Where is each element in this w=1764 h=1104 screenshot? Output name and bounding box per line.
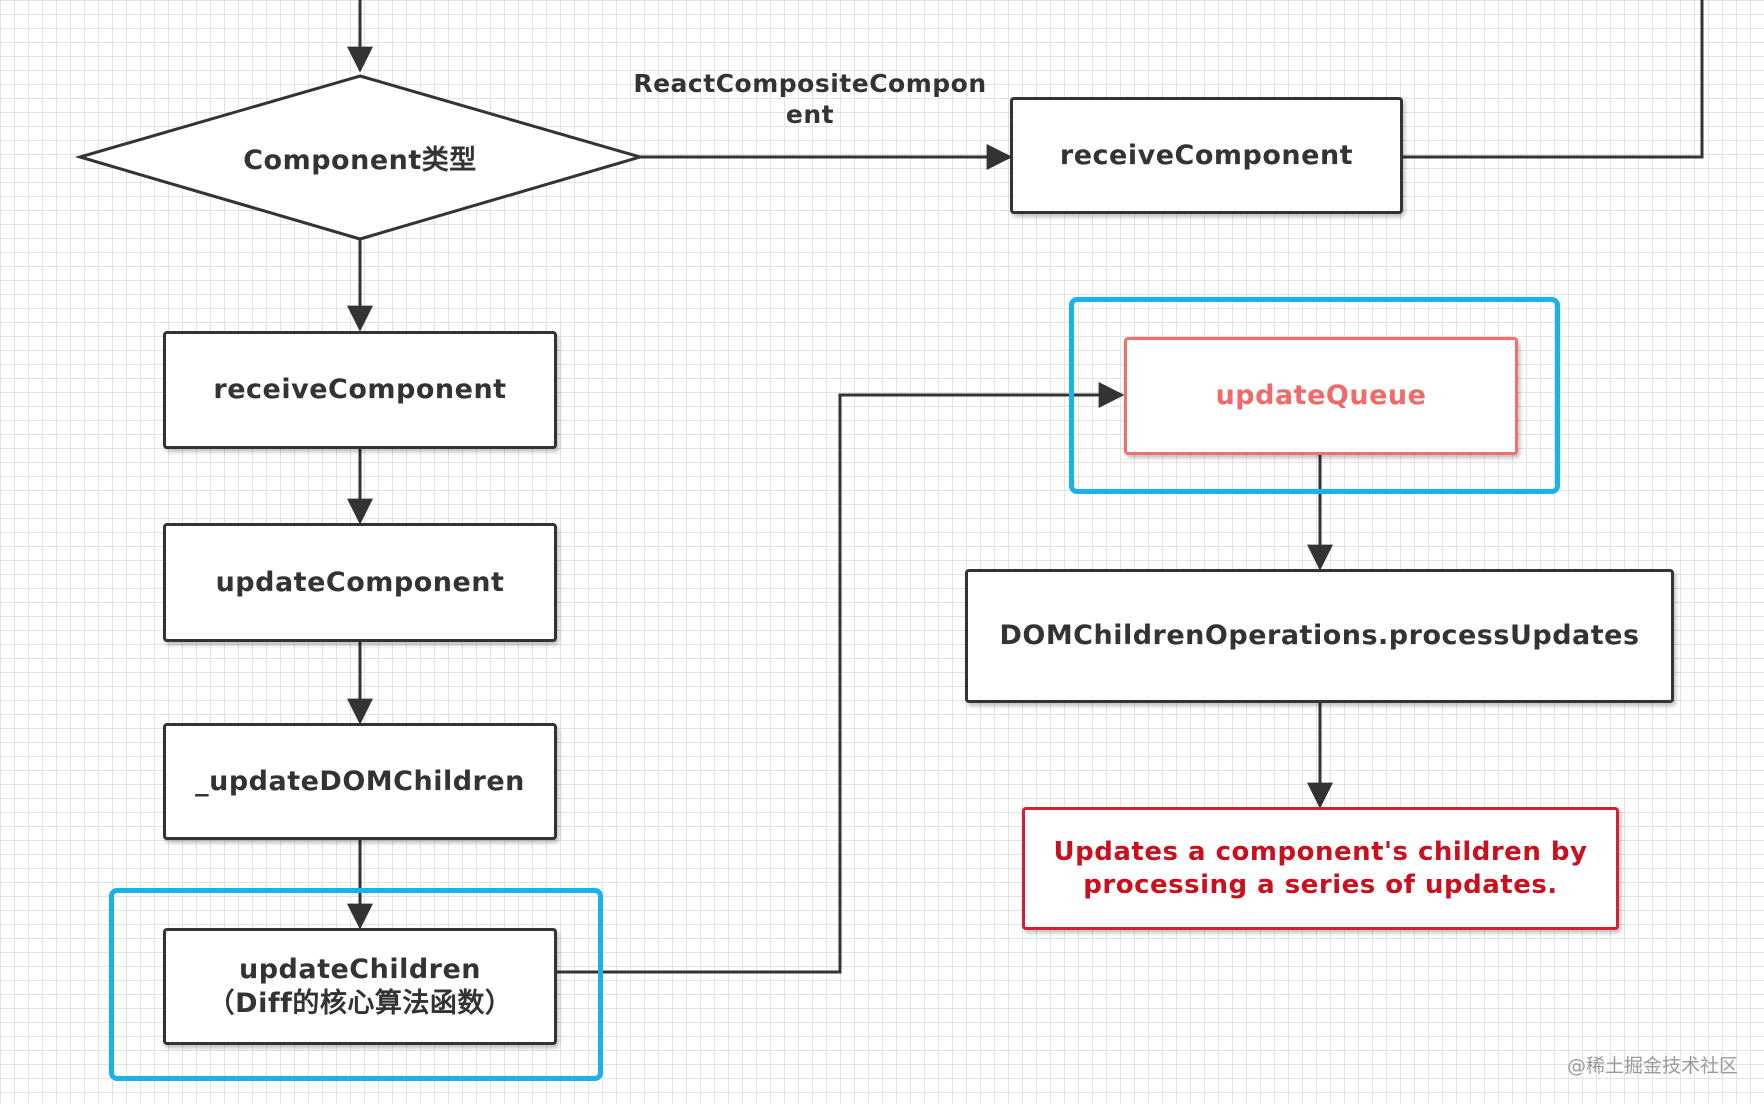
arrow-update-children-to-queue [556,382,1125,974]
edge-label-line-2: ent [785,100,835,130]
node-update-children[interactable]: updateChildren （Diff的核心算法函数） [163,928,557,1045]
update-children-line-1: updateChildren [238,953,482,985]
note-line-1: Updates a component's children by [1053,837,1588,867]
watermark: @稀土掘金技术社区 [1566,1055,1738,1077]
update-children-line-2: （Diff的核心算法函数） [207,987,513,1019]
node-update-component[interactable]: updateComponent [163,523,557,642]
line-receive-top-loop [1402,0,1704,159]
highlight-update-queue [1069,297,1560,494]
node-receive-component-top[interactable]: receiveComponent [1010,97,1403,214]
edge-label-line-1: ReactCompositeCompon [633,69,987,98]
edge-label-composite: ReactCompositeCompon ent [620,68,1000,131]
node-process-updates[interactable]: DOMChildrenOperations.processUpdates [965,569,1674,703]
node-note[interactable]: Updates a component's children by proces… [1022,807,1619,930]
node-receive-component-left[interactable]: receiveComponent [163,331,557,449]
note-line-2: processing a series of updates. [1083,869,1558,900]
decision-label: Component类型 [243,145,477,176]
node-update-dom-children[interactable]: _updateDOMChildren [163,723,557,840]
node-update-queue[interactable]: updateQueue [1124,337,1518,455]
highlight-update-children [109,888,603,1081]
